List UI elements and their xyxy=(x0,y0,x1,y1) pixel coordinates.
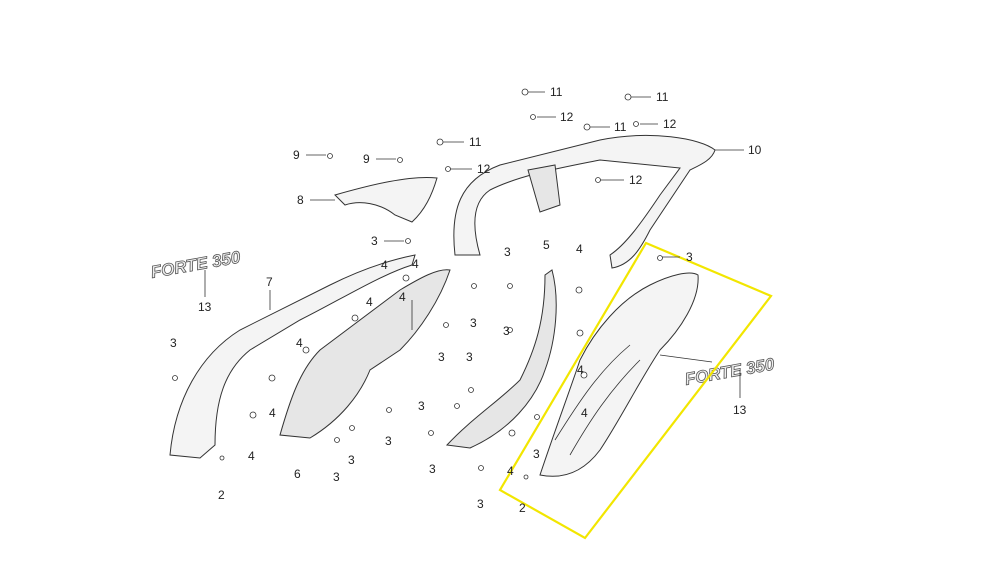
callout-5: 5 xyxy=(543,238,550,252)
callout-3: 3 xyxy=(333,470,340,484)
callout-4: 4 xyxy=(381,258,388,272)
callout-3: 3 xyxy=(438,350,445,364)
grab-rail-bracket xyxy=(527,164,561,213)
left-inner-panel xyxy=(279,269,451,439)
right-inner-panel xyxy=(445,269,557,449)
callout-11: 11 xyxy=(656,90,669,104)
callout-12: 12 xyxy=(560,110,574,124)
highlight-box xyxy=(498,241,773,540)
callout-3: 3 xyxy=(477,497,484,511)
right-side-cover xyxy=(539,272,699,477)
callout-3: 3 xyxy=(371,234,378,248)
left-side-cover xyxy=(169,254,416,459)
callout-3: 3 xyxy=(385,434,392,448)
callout-3: 3 xyxy=(503,324,510,338)
callout-4: 4 xyxy=(269,406,276,420)
callout-4: 4 xyxy=(248,449,255,463)
callout-9: 9 xyxy=(363,152,370,166)
rear-grab-rail xyxy=(453,135,716,269)
callout-4: 4 xyxy=(366,295,373,309)
fasteners xyxy=(172,88,663,480)
leader-lines xyxy=(204,91,744,398)
callout-8: 8 xyxy=(297,193,304,207)
callout-4: 4 xyxy=(296,336,303,350)
callout-3: 3 xyxy=(429,462,436,476)
callout-10: 10 xyxy=(748,143,762,157)
callout-4: 4 xyxy=(577,363,584,377)
callout-2: 2 xyxy=(519,501,526,515)
callout-6: 6 xyxy=(294,467,301,481)
callout-4: 4 xyxy=(399,290,406,304)
callout-3: 3 xyxy=(504,245,511,259)
callout-9: 9 xyxy=(293,148,300,162)
callout-3: 3 xyxy=(170,336,177,350)
callout-4: 4 xyxy=(507,464,514,478)
callout-3: 3 xyxy=(470,316,477,330)
callout-3: 3 xyxy=(418,399,425,413)
logo-decal-right: FORTE 350 xyxy=(683,354,776,389)
callout-13: 13 xyxy=(733,403,747,417)
center-cover xyxy=(334,176,438,223)
callout-labels: 11 12 11 12 9 9 8 11 12 11 12 10 3 3 5 4… xyxy=(170,85,762,515)
callout-11: 11 xyxy=(614,120,627,134)
callout-11: 11 xyxy=(469,135,482,149)
callout-12: 12 xyxy=(663,117,677,131)
logo-decal-left: FORTE 350 xyxy=(149,247,242,282)
callout-3: 3 xyxy=(686,250,693,264)
callout-11: 11 xyxy=(550,85,563,99)
callout-4: 4 xyxy=(412,257,419,271)
callout-7: 7 xyxy=(266,275,273,289)
callout-2: 2 xyxy=(218,488,225,502)
callout-3: 3 xyxy=(466,350,473,364)
callout-12: 12 xyxy=(477,162,491,176)
callout-3: 3 xyxy=(348,453,355,467)
callout-4: 4 xyxy=(581,406,588,420)
callout-4: 4 xyxy=(576,242,583,256)
callout-3: 3 xyxy=(533,447,540,461)
callout-12: 12 xyxy=(629,173,643,187)
callout-13: 13 xyxy=(198,300,212,314)
